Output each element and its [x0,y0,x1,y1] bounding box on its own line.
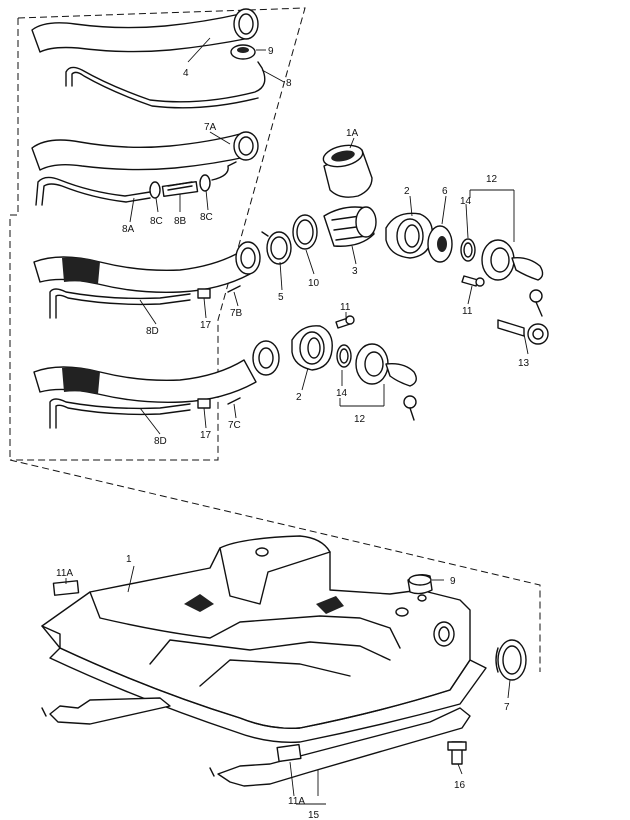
tank-reference-dash-line [9,459,541,672]
callout-10: 10 [308,278,320,289]
seal-14-upper [460,238,476,262]
callout-1A: 1A [346,128,359,139]
vent-hose-8 [65,61,266,103]
callout-11A-left: 11A [56,568,73,579]
callout-6: 6 [442,186,448,197]
hose-8A [35,176,151,206]
leader-lines [65,37,529,805]
retaining-strap-15 [209,707,471,787]
hose-8D-upper-inner [55,294,191,319]
clamp-17-lower [197,398,211,409]
callout-8C-left: 8C [150,216,163,227]
callout-12-lower: 12 [354,414,366,425]
hose-clamp-8C-left [149,181,161,199]
callout-8: 8 [286,78,292,89]
callout-8C-right: 8C [200,212,213,223]
callout-3: 3 [352,266,358,277]
hose-8B [161,180,199,198]
callout-17-upper: 17 [200,320,212,331]
callout-17-lower: 17 [200,430,212,441]
callout-4: 4 [183,68,189,79]
clamp-17-upper [197,288,211,299]
callout-1: 1 [126,554,132,565]
hose-clamp-8C-right [199,174,211,192]
pad-11A-left [52,580,80,596]
hose-group-dash-outline [9,7,306,461]
hose-8D-upper [49,288,191,319]
sealing-ring-10 [292,214,318,250]
callout-2-upper: 2 [404,186,410,197]
bolt-16 [447,741,467,765]
screw-11-upper [461,275,485,287]
callout-11A-lower: 11A [288,796,305,807]
grommet-9-top [230,44,256,60]
vent-piece-7B [227,285,241,293]
vent-hose-8-inner [71,71,259,109]
callout-8B: 8B [174,216,187,227]
pad-11A-lower [276,743,302,763]
hose-clamp-5 [261,231,292,265]
grommet-9-tank [407,573,433,602]
callout-9-tank: 9 [450,576,456,587]
callout-12-upper: 12 [486,174,498,185]
filler-cup-2-upper [385,212,433,259]
filler-neck-group3 [33,241,261,294]
locking-cap-12-upper [481,239,544,317]
filler-neck-group4 [33,340,280,404]
callout-7C: 7C [228,420,241,431]
callout-7: 7 [504,702,510,713]
callout-15: 15 [308,810,320,820]
grommet-7 [495,639,527,681]
vent-piece-7C [227,397,241,405]
callout-14-upper: 14 [460,196,472,207]
rubber-sleeve-3 [323,206,377,247]
locking-cap-12-lower [355,343,417,421]
callout-7A: 7A [204,122,217,133]
callout-8A: 8A [122,224,135,235]
filler-neck-7A [31,131,259,171]
callout-7B: 7B [230,308,243,319]
callout-13: 13 [518,358,530,369]
callout-14-lower: 14 [336,388,348,399]
fuel-tank-1 [41,535,487,743]
filler-neck-4 [31,8,259,53]
filler-cup-2-lower [291,325,333,371]
callout-9-top: 9 [268,46,274,57]
hose-8A-inner [41,183,151,206]
seal-14-lower [336,344,352,368]
callout-8D-lower: 8D [154,436,167,447]
callout-11-lower: 11 [340,302,351,313]
callout-2-lower: 2 [296,392,302,403]
callout-5: 5 [278,292,284,303]
hose-8A-end [211,161,237,181]
callout-11-upper: 11 [462,306,473,317]
screw-11-lower [335,315,355,329]
key-13 [497,319,549,345]
callout-labels: 4 9 8 7A 8A 8C 8B 8C 1A 2 6 12 14 5 10 3… [56,46,530,820]
sleeve-1A [322,144,373,198]
callout-16: 16 [454,780,466,791]
callout-8D-upper: 8D [146,326,159,337]
filler-flange-6 [427,225,453,263]
retaining-strap-left [41,697,171,725]
hose-8D-lower-inner [55,404,191,429]
